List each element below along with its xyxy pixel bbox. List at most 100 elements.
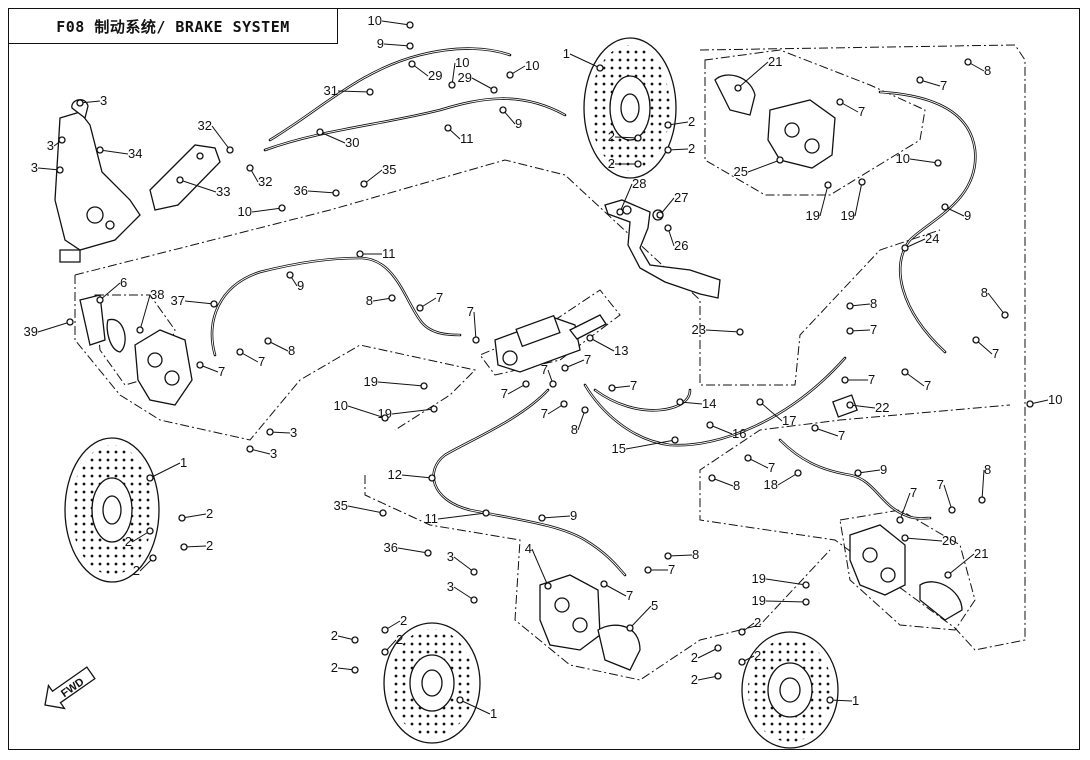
fastener-marker: [66, 318, 74, 326]
fastener-marker: [846, 302, 854, 310]
leader-line: [819, 184, 829, 217]
callout-number: 7: [940, 78, 947, 93]
fastener-marker: [424, 549, 432, 557]
callout-number: 7: [838, 428, 845, 443]
fastener-marker: [858, 178, 866, 186]
fastener-marker: [210, 300, 218, 308]
leader-line: [619, 183, 633, 213]
fastener-marker: [56, 166, 64, 174]
callout-number: 2: [400, 613, 407, 628]
leader-line: [943, 484, 953, 511]
junction-block: [832, 394, 858, 418]
fastener-marker: [901, 534, 909, 542]
callout-number: 2: [206, 506, 213, 521]
callout-number: 11: [382, 246, 396, 261]
callout-number: 10: [455, 55, 469, 70]
handbrake-lever: [54, 99, 141, 263]
fastener-marker: [608, 384, 616, 392]
caliper-front-left: [79, 294, 193, 406]
leader-line: [453, 556, 475, 573]
fastener-marker: [360, 180, 368, 188]
fastener-marker: [854, 469, 862, 477]
fastener-marker: [626, 624, 634, 632]
callout-number: 2: [754, 615, 761, 630]
fastener-marker: [366, 88, 374, 96]
callout-number: 33: [216, 184, 230, 199]
fastener-marker: [470, 568, 478, 576]
callout-number: 10: [525, 58, 539, 73]
fastener-marker: [794, 469, 802, 477]
callout-number: 9: [515, 116, 522, 131]
fastener-marker: [824, 181, 832, 189]
leader-line: [854, 181, 863, 217]
fastener-marker: [406, 42, 414, 50]
leader-line: [711, 477, 734, 487]
fastener-marker: [146, 474, 154, 482]
leader-line: [453, 586, 475, 601]
brake-disc-front-right: [583, 37, 677, 179]
fastener-marker: [664, 146, 672, 154]
leader-line: [765, 578, 807, 586]
fastener-marker: [178, 514, 186, 522]
brake-disc-rear-left: [383, 622, 481, 744]
callout-number: 10: [334, 398, 348, 413]
callout-number: 37: [171, 293, 185, 308]
leader-line: [987, 292, 1006, 316]
callout-number: 7: [924, 378, 931, 393]
callout-number: 23: [692, 322, 706, 337]
callout-number: 39: [24, 324, 38, 339]
fastener-marker: [470, 596, 478, 604]
fastener-marker: [538, 514, 546, 522]
diagram-frame: [8, 8, 1080, 750]
fastener-marker: [316, 128, 324, 136]
callout-number: 8: [984, 63, 991, 78]
fastener-marker: [836, 98, 844, 106]
leader-line: [697, 647, 719, 659]
leader-line: [347, 405, 386, 419]
callout-number: 3: [290, 425, 297, 440]
fastener-marker: [246, 445, 254, 453]
callout-number: 11: [460, 131, 474, 146]
leader-line: [211, 125, 231, 151]
callout-number: 7: [630, 378, 637, 393]
leader-line: [589, 337, 615, 352]
leader-line: [451, 62, 456, 86]
fastener-marker: [146, 527, 154, 535]
callout-number: 9: [297, 278, 304, 293]
leader-line: [363, 169, 383, 185]
leader-line: [267, 340, 289, 352]
callout-number: 2: [125, 534, 132, 549]
callout-number: 3: [31, 160, 38, 175]
fastener-marker: [379, 509, 387, 517]
callout-number: 35: [382, 162, 396, 177]
callout-number: 29: [428, 68, 442, 83]
fastener-marker: [482, 509, 490, 517]
leader-line: [531, 548, 549, 587]
leader-line: [437, 512, 487, 520]
fastener-marker: [96, 296, 104, 304]
fastener-marker: [176, 176, 184, 184]
fastener-marker: [381, 648, 389, 656]
leader-line: [383, 43, 411, 47]
fastener-marker: [406, 21, 414, 29]
callout-number: 8: [733, 478, 740, 493]
fastener-marker: [286, 271, 294, 279]
callout-number: 18: [764, 477, 778, 492]
leader-line: [625, 439, 676, 450]
callout-number: 2: [691, 650, 698, 665]
fastener-marker: [420, 382, 428, 390]
fastener-marker: [734, 84, 742, 92]
leader-line: [377, 381, 425, 387]
fastener-marker: [264, 337, 272, 345]
fastener-marker: [1026, 400, 1034, 408]
leader-line: [629, 605, 652, 629]
fastener-marker: [664, 552, 672, 560]
leader-line: [337, 90, 371, 93]
callout-number: 3: [447, 549, 454, 564]
leader-line: [473, 311, 477, 341]
callout-number: 21: [974, 546, 988, 561]
brake-disc-rear-right: [741, 631, 839, 749]
leader-line: [947, 553, 975, 576]
callout-number: 12: [388, 467, 402, 482]
